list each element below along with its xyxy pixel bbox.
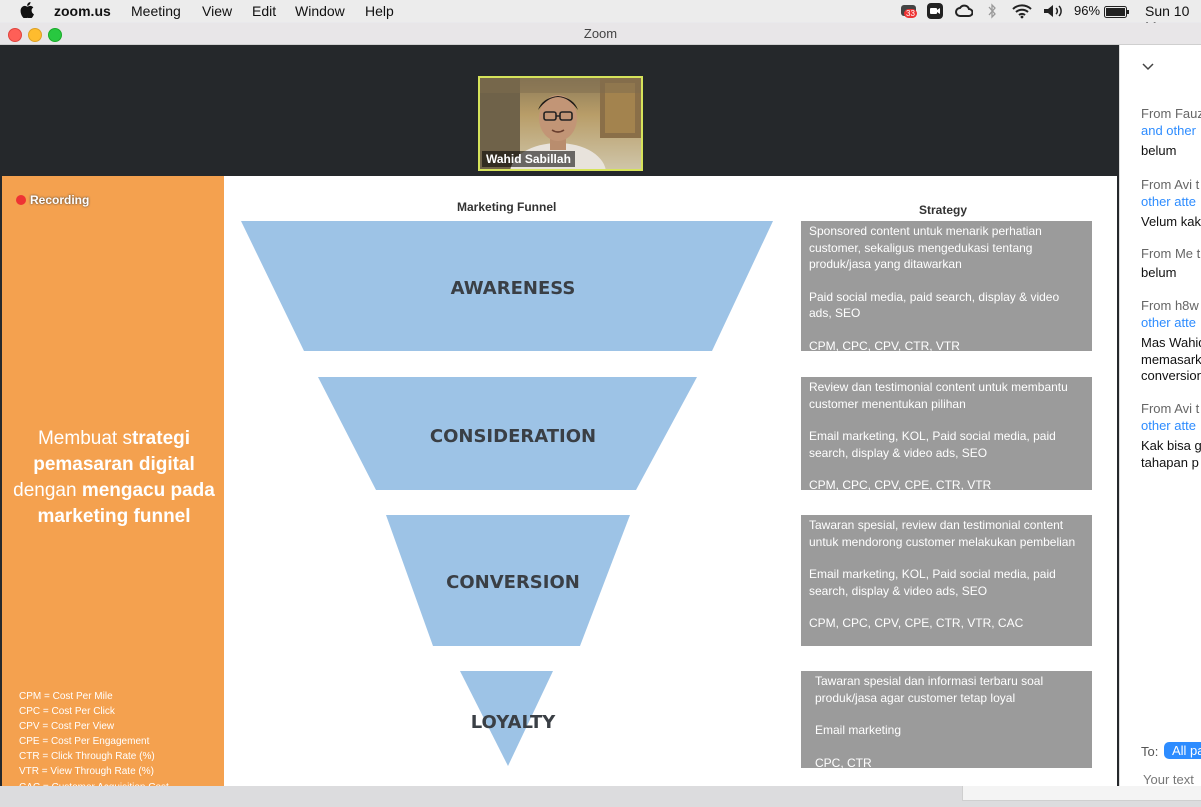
shared-presentation-slide: Recording Membuat strategi pemasaran dig…	[2, 176, 1117, 806]
strategy-text: Tawaran spesial dan informasi terbaru so…	[815, 673, 1084, 706]
menu-view[interactable]: View	[202, 3, 232, 19]
chat-recipient[interactable]: other atte	[1141, 418, 1201, 435]
strategy-text: Email marketing, KOL, Paid social media,…	[809, 566, 1084, 599]
chat-text: belum	[1141, 265, 1200, 282]
window-titlebar: Zoom	[0, 23, 1201, 45]
strategy-text: Email marketing, KOL, Paid social media,…	[809, 428, 1084, 461]
macos-menubar: zoom.us Meeting View Edit Window Help 33…	[0, 0, 1201, 22]
chat-sender: From Avi t	[1141, 401, 1201, 418]
menu-edit[interactable]: Edit	[252, 3, 276, 19]
strategy-text: CPM, CPC, CPV, CTR, VTR	[809, 338, 1084, 352]
wifi-icon[interactable]	[1012, 3, 1032, 22]
chat-to-label: To:	[1141, 744, 1158, 759]
chat-message: From h8w other atte Mas Wahid memasark c…	[1141, 298, 1201, 385]
strategy-text: Sponsored content untuk menarik perhatia…	[809, 223, 1084, 273]
menu-help[interactable]: Help	[365, 3, 394, 19]
zoom-status-icon[interactable]	[927, 3, 943, 22]
chat-sender: From Avi t	[1141, 177, 1201, 194]
chat-sender: From h8w	[1141, 298, 1201, 315]
window-title: Zoom	[0, 26, 1201, 41]
zoom-window: Zoom Wahid Sabillah	[0, 23, 1201, 786]
chevron-down-icon[interactable]	[1142, 59, 1154, 74]
menu-meeting[interactable]: Meeting	[131, 3, 181, 19]
chat-text: Mas Wahid memasark conversion	[1141, 335, 1201, 385]
strategy-text: CPM, CPC, CPV, CPE, CTR, VTR	[809, 477, 1084, 490]
strategy-text: CPC, CTR	[815, 755, 1084, 769]
chat-recipient[interactable]: and other	[1141, 123, 1201, 140]
chat-text: Velum kak	[1141, 214, 1201, 231]
chat-message-input[interactable]: Your text other atte	[1143, 771, 1198, 786]
chat-message: From Me t belum	[1141, 246, 1200, 281]
volume-icon[interactable]	[1043, 3, 1065, 22]
strategy-text: Paid social media, paid search, display …	[809, 289, 1084, 322]
strategy-box-awareness: Sponsored content untuk menarik perhatia…	[801, 221, 1092, 351]
chat-recipient[interactable]: other atte	[1141, 194, 1201, 211]
battery-percent: 96%	[1074, 3, 1100, 18]
strategy-text: Tawaran spesial, review dan testimonial …	[809, 517, 1084, 550]
stage-label-conversion: CONVERSION	[446, 572, 580, 593]
meeting-video-area: Wahid Sabillah Recording Membuat strateg…	[0, 45, 1119, 786]
strategy-box-loyalty: Tawaran spesial dan informasi terbaru so…	[801, 671, 1092, 768]
stage-label-awareness: AWARENESS	[451, 278, 576, 299]
creative-cloud-icon[interactable]	[955, 3, 973, 22]
chat-message: From Fauz and other belum	[1141, 106, 1201, 160]
strategy-text: Review dan testimonial content untuk mem…	[809, 379, 1084, 412]
participant-name-label: Wahid Sabillah	[482, 151, 575, 167]
chat-message: From Avi t other atte Velum kak	[1141, 177, 1201, 231]
strategy-box-conversion: Tawaran spesial, review dan testimonial …	[801, 515, 1092, 646]
chat-sender: From Me t	[1141, 246, 1200, 263]
chat-text: Kak bisa g tahapan p	[1141, 438, 1201, 471]
participant-video-tile[interactable]: Wahid Sabillah	[478, 76, 643, 171]
strategy-text: CPM, CPC, CPV, CPE, CTR, VTR, CAC	[809, 615, 1084, 632]
stage-label-loyalty: LOYALTY	[471, 712, 556, 733]
chat-panel: From Fauz and other belum From Avi t oth…	[1119, 45, 1201, 786]
apple-icon[interactable]	[20, 2, 34, 21]
window-edge	[962, 786, 1201, 801]
chat-recipient-dropdown[interactable]: All pa	[1164, 742, 1201, 759]
desktop-background-strip	[0, 786, 1201, 807]
chat-message: From Avi t other atte Kak bisa g tahapan…	[1141, 401, 1201, 471]
strategy-text: Email marketing	[815, 722, 1084, 739]
strategy-box-consideration: Review dan testimonial content untuk mem…	[801, 377, 1092, 490]
stage-label-consideration: CONSIDERATION	[430, 426, 596, 447]
notification-badge: 33	[904, 9, 917, 18]
menu-app-name[interactable]: zoom.us	[54, 3, 111, 19]
battery-icon[interactable]	[1104, 5, 1130, 21]
chat-sender: From Fauz	[1141, 106, 1201, 123]
chat-text: belum	[1141, 143, 1201, 160]
bluetooth-icon[interactable]	[987, 3, 997, 22]
chat-recipient[interactable]: other atte	[1141, 315, 1201, 332]
menu-window[interactable]: Window	[295, 3, 345, 19]
